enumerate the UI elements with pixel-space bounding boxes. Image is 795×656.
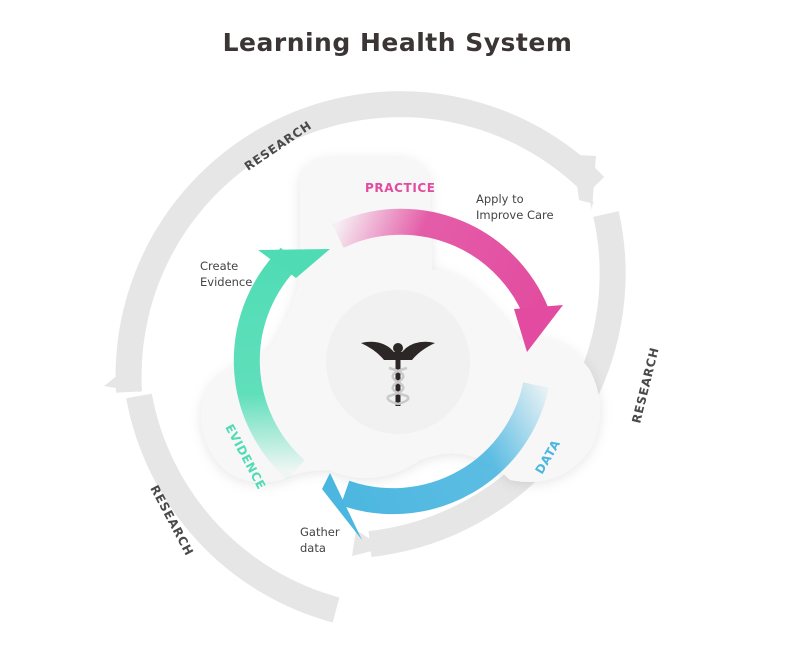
practice-arrow	[332, 208, 552, 325]
step-label-gather-line2: data	[300, 541, 326, 555]
cycle-arrows	[233, 208, 563, 540]
research-ring	[104, 91, 626, 623]
data-arrow	[340, 382, 549, 515]
caduceus-icon	[361, 341, 435, 406]
research-label-right: RESEARCH	[629, 346, 661, 425]
step-label-create-line1: Create	[200, 259, 238, 273]
step-label-create-line2: Evidence	[200, 275, 252, 289]
step-label-apply-line2: Improve Care	[476, 208, 554, 222]
evidence-arrow	[233, 247, 305, 480]
page-title: Learning Health System	[222, 28, 573, 57]
step-label-apply-line1: Apply to	[476, 192, 524, 206]
stage-label-practice: PRACTICE	[365, 181, 436, 195]
step-label-gather-line1: Gather	[300, 525, 340, 539]
